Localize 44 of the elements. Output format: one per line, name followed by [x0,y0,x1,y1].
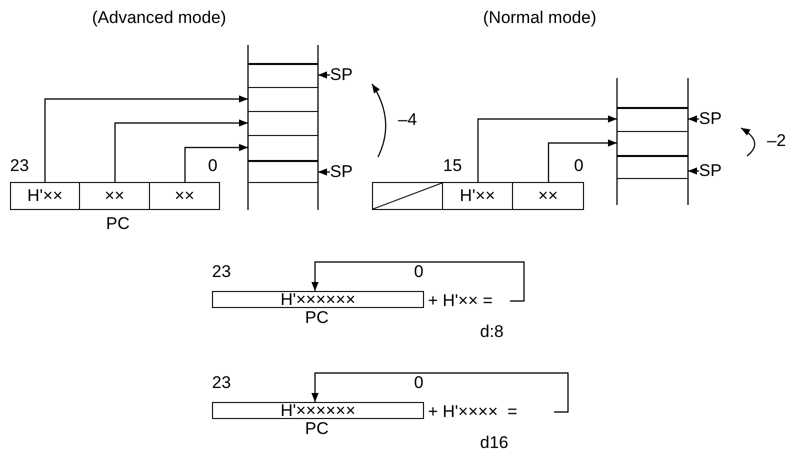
arrow [114,119,248,182]
bit-number: 0 [414,373,424,393]
arrow [688,167,699,175]
arrow [311,372,569,413]
register-box: H'×××××× [212,402,424,419]
register-name: PC [106,214,130,234]
displacement-expression: + H'×× = [428,291,508,311]
curved-arrow [740,128,756,156]
stack-pointer-label: SP [330,64,360,86]
arrow [688,115,699,123]
mode-heading: (Advanced mode) [92,8,226,28]
register-cell: H'×× [10,182,80,210]
register-cell: ×× [80,182,150,210]
bit-number: 23 [212,262,231,282]
arrow [44,95,248,182]
bit-number: 0 [208,156,218,176]
register-name: PC [305,308,329,328]
arrow [318,168,330,176]
register-cell: ×× [513,182,584,210]
bit-number: 23 [212,373,231,393]
stack-slot [617,155,688,179]
stack-slot [248,160,318,183]
arrow [311,261,525,302]
register-name: PC [305,419,329,439]
arrow [477,115,617,182]
mode-heading: (Normal mode) [483,8,596,28]
bit-number: 0 [574,156,584,176]
displacement-label: d:8 [480,322,504,342]
register-box: H'×××××× [212,291,424,308]
register-cell: H'×× [443,182,513,210]
unused-register-cell [372,182,443,210]
register-cell: ×× [150,182,220,210]
arrow [548,139,617,182]
stack-pointer-label: SP [699,160,729,182]
bit-number: 0 [414,262,424,282]
bit-number: 15 [443,156,462,176]
arrow [184,144,248,182]
stack-pointer-label: SP [699,108,729,130]
displacement-expression: + H'×××× = [428,402,552,422]
arrow [318,71,330,79]
curved-arrow [371,84,386,158]
stack-pointer-label: SP [330,161,360,183]
bit-number: 23 [10,156,29,176]
displacement-label: d16 [480,433,508,451]
